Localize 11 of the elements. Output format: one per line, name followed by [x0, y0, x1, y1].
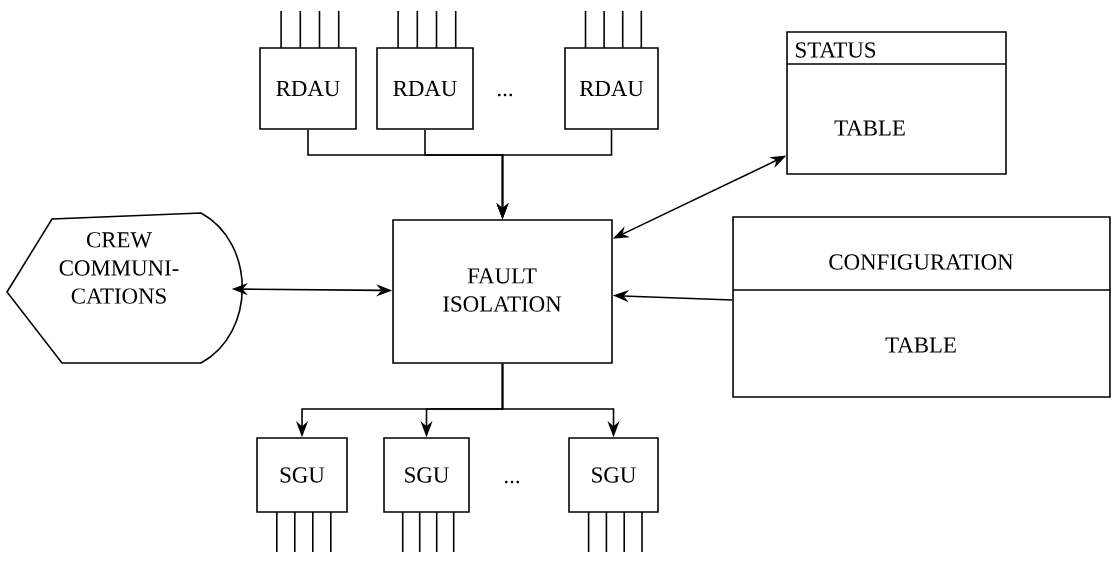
process-box: FAULT ISOLATION: [392, 219, 613, 364]
unit-box: RDAU: [564, 47, 659, 130]
unit-box: SGU: [568, 437, 659, 513]
ellipsis-label: ...: [497, 93, 513, 97]
table-box: STATUS TABLE: [786, 31, 1007, 175]
ellipsis-label: ...: [504, 480, 520, 484]
unit-box: RDAU: [376, 47, 474, 130]
unit-box: SGU: [383, 437, 470, 513]
unit-box: SGU: [256, 437, 348, 513]
table-box: CONFIGURATION TABLE: [732, 216, 1111, 398]
unit-box: RDAU: [259, 47, 357, 130]
